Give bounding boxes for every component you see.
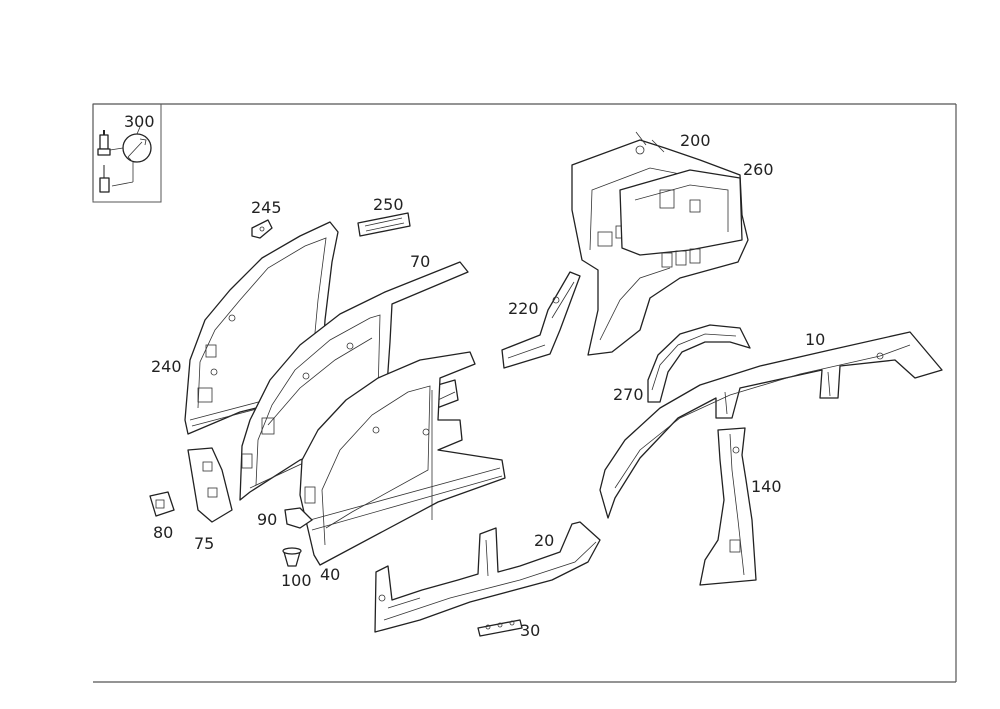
part-10-roof-frame — [599, 331, 943, 519]
part-270-wheel-arch — [647, 324, 751, 403]
part-260-rear-inner-panel — [619, 169, 743, 268]
label-220[interactable]: 220 — [508, 299, 539, 318]
label-40[interactable]: 40 — [320, 565, 340, 584]
part-100-clip — [282, 547, 302, 567]
wrench-icon — [109, 133, 152, 187]
label-140[interactable]: 140 — [751, 477, 782, 496]
label-80[interactable]: 80 — [153, 523, 173, 542]
part-140-b-pillar — [699, 427, 757, 586]
label-70[interactable]: 70 — [410, 252, 430, 271]
part-75-bracket — [187, 447, 233, 523]
fastener-legend-box — [92, 103, 162, 203]
label-100[interactable]: 100 — [281, 571, 312, 590]
part-20-rocker-panel — [374, 521, 601, 633]
label-270[interactable]: 270 — [613, 385, 644, 404]
label-240[interactable]: 240 — [151, 357, 182, 376]
part-220-pillar-piece — [501, 271, 581, 369]
part-250-reinforcement — [357, 212, 411, 237]
label-10[interactable]: 10 — [805, 330, 825, 349]
label-250[interactable]: 250 — [373, 195, 404, 214]
label-20[interactable]: 20 — [534, 531, 554, 550]
label-260[interactable]: 260 — [743, 160, 774, 179]
part-30-clip-set — [477, 619, 523, 637]
label-75[interactable]: 75 — [194, 534, 214, 553]
label-245[interactable]: 245 — [251, 198, 282, 217]
part-80-bracket — [149, 491, 175, 517]
label-30[interactable]: 30 — [520, 621, 540, 640]
part-90-sill-member — [284, 507, 313, 529]
label-200[interactable]: 200 — [680, 131, 711, 150]
label-300[interactable]: 300 — [124, 112, 155, 131]
part-245-bracket — [251, 219, 273, 239]
label-90[interactable]: 90 — [257, 510, 277, 529]
leader-lines — [136, 126, 141, 135]
part-40-outer-side-frame — [299, 351, 506, 566]
